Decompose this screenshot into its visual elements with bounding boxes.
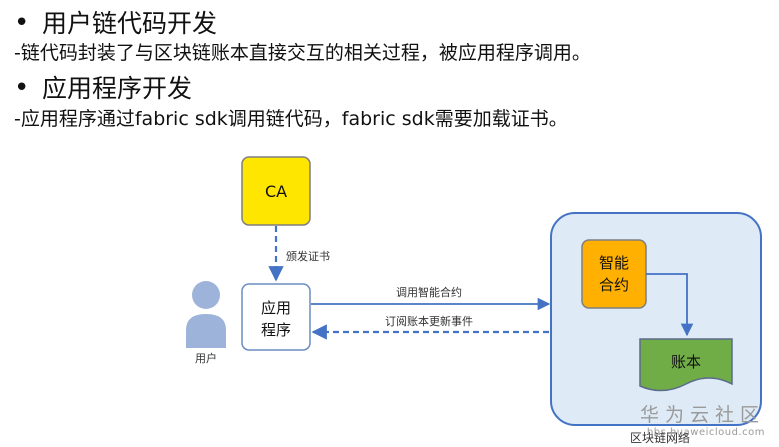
ca-box-border — [241, 156, 311, 226]
contract-to-ledger-arrow — [646, 273, 694, 337]
bullet-icon: • — [14, 73, 30, 103]
issue-cert-label: 颁发证书 — [286, 249, 330, 263]
section-2-heading: • 应用程序开发 — [14, 75, 192, 101]
section-2-title: 应用程序开发 — [42, 73, 193, 103]
subscribe-label: 订阅账本更新事件 — [385, 314, 473, 328]
application-label-line2: 程序 — [261, 321, 291, 339]
ledger-border — [639, 338, 733, 392]
section-1-heading: • 用户链代码开发 — [14, 10, 217, 36]
watermark: 华为云社区 bbs.huaweicloud.com — [640, 405, 765, 438]
blockchain-network-border — [550, 212, 762, 426]
section-2-description: -应用程序通过fabric sdk调用链代码，fabric sdk需要加载证书。 — [14, 108, 568, 130]
user-body-shape — [186, 314, 226, 348]
contract-label-line1: 智能 — [599, 254, 629, 272]
ca-label: CA — [265, 182, 287, 201]
application-box — [241, 283, 311, 351]
watermark-url: bbs.huaweicloud.com — [646, 426, 765, 438]
section-1-description: -链代码封装了与区块链账本直接交互的相关过程，被应用程序调用。 — [14, 42, 591, 64]
call-contract-label: 调用智能合约 — [396, 285, 462, 299]
user-head-shape — [192, 281, 220, 309]
network-label: 区块链网络 — [630, 430, 690, 445]
ledger-label: 账本 — [671, 353, 701, 371]
application-label-line1: 应用 — [261, 299, 291, 317]
ca-box — [242, 157, 310, 225]
contract-label-line2: 合约 — [599, 276, 629, 294]
watermark-main: 华为云社区 — [639, 404, 765, 426]
user-icon — [186, 281, 226, 348]
section-1-title: 用户链代码开发 — [42, 8, 218, 38]
bullet-icon: • — [14, 8, 30, 38]
smart-contract-box — [582, 240, 646, 308]
user-label: 用户 — [195, 351, 217, 365]
